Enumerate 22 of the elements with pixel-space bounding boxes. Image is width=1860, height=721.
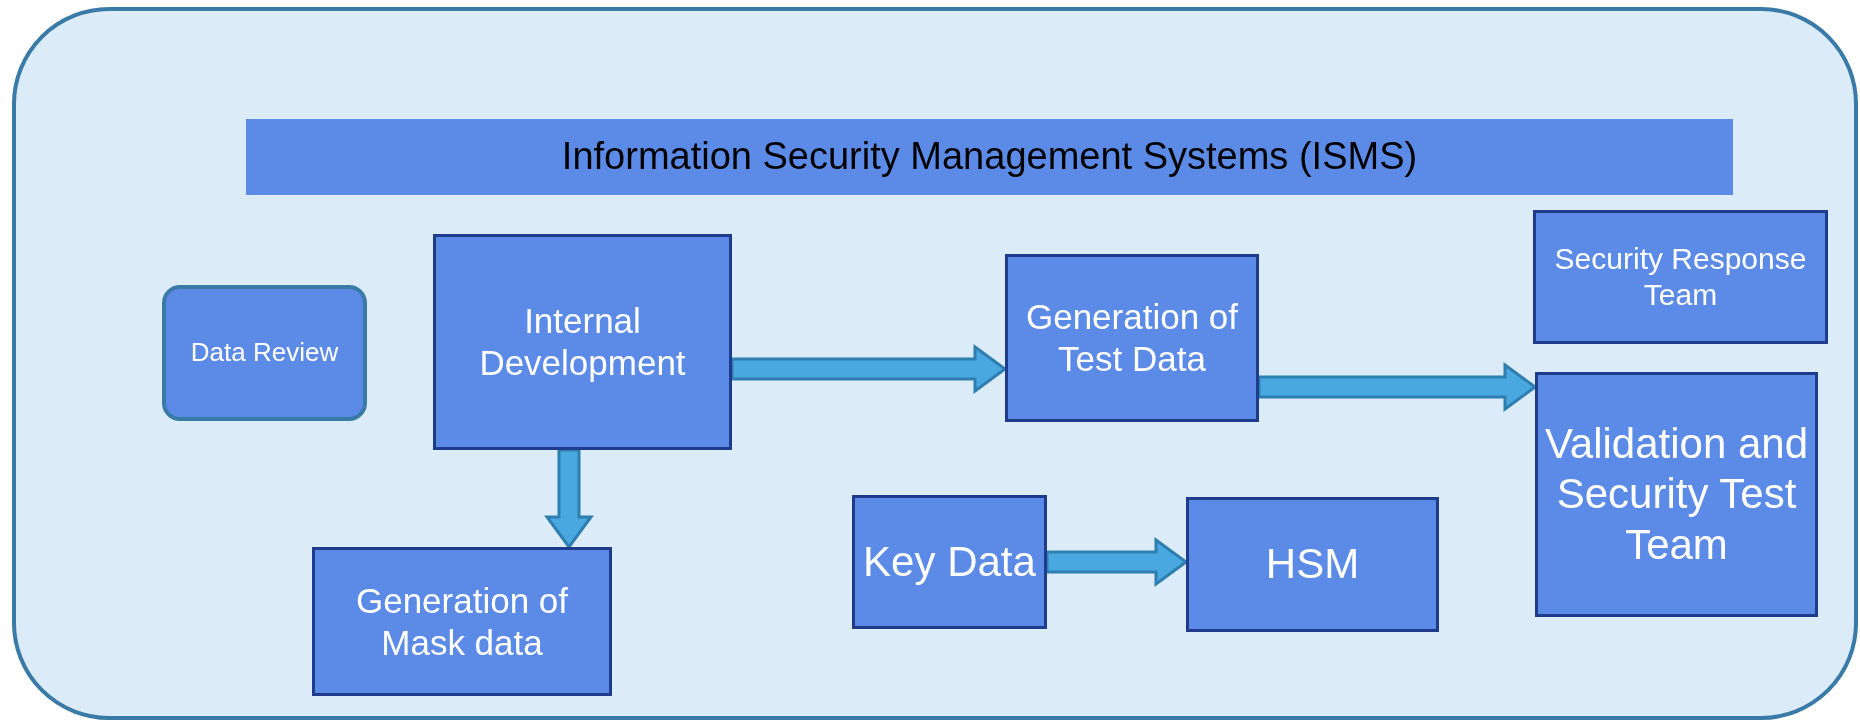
process-box xyxy=(433,234,732,450)
block-arrow xyxy=(1257,362,1538,412)
process-box xyxy=(1533,210,1828,344)
block-arrow xyxy=(730,344,1008,394)
box-label: Information Security Management Systems (ISMS) xyxy=(561,134,1418,180)
box-label: Key Data xyxy=(863,536,1036,587)
title-band xyxy=(246,119,1733,195)
block-arrow xyxy=(1045,537,1189,587)
process-box xyxy=(312,547,612,696)
box-label: Generation of Mask data xyxy=(354,579,570,664)
process-box xyxy=(1005,254,1259,422)
box-label: Internal Development xyxy=(478,300,687,384)
box-label: Data Review xyxy=(190,337,339,369)
box-label: Security Response Team xyxy=(1553,241,1808,313)
process-box xyxy=(1535,372,1818,617)
box-label: Generation of Test Data xyxy=(1024,296,1240,380)
process-box xyxy=(852,495,1047,629)
block-arrow xyxy=(544,448,594,550)
box-label: Validation and Security Test Team xyxy=(1543,418,1810,570)
rounded-box xyxy=(162,285,367,421)
box-label: HSM xyxy=(1265,539,1360,590)
process-box xyxy=(1186,497,1439,632)
